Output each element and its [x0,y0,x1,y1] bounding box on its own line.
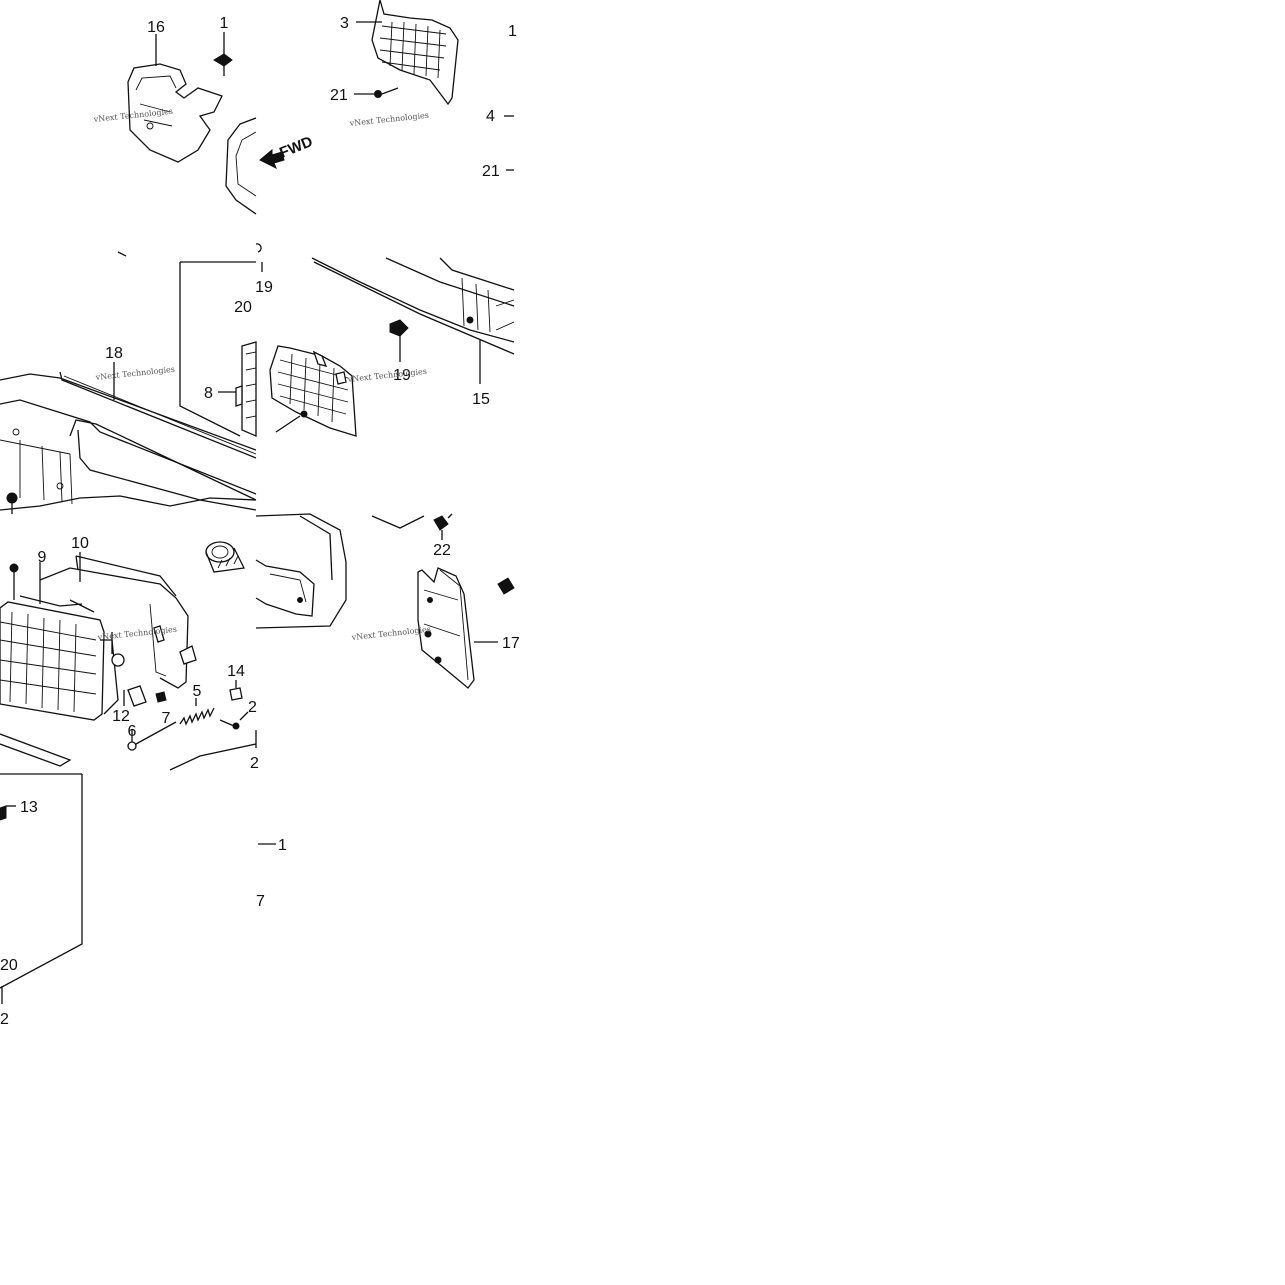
callout-6: 6 [128,723,137,740]
callout-18: 18 [105,345,123,362]
tile-grille-top [354,0,514,171]
nut-14 [229,680,243,701]
tile-corner-panel [205,513,515,845]
housing-corner [225,117,257,215]
callout-16: 16 [147,19,165,36]
callout-2-bottom: 2 [0,1011,9,1028]
callout-14: 14 [227,663,245,680]
spring-5 [179,698,215,726]
callout-7-mid: 7 [162,710,171,727]
callout-labels: 16 1 3 1 21 4 21 19 20 18 8 19 15 9 10 2… [0,15,520,1028]
turn-signal-8 [241,341,257,437]
callout-19-mid: 19 [393,367,411,384]
screw-21-upper [354,87,399,98]
grille-19-slats [277,353,349,423]
callout-4: 4 [486,108,495,125]
callout-12: 12 [112,708,130,725]
grille-3-slats [379,21,447,79]
watermark-6: vNext Technologies [350,625,431,642]
headlight-bezel [255,513,347,629]
clip-7 [155,691,167,703]
callout-21-upper: 21 [330,87,348,104]
side-cover-16-inner [135,75,177,127]
bolt-6 [127,721,177,751]
bumper-15 [311,257,515,343]
watermark-4: vNext Technologies [346,367,427,384]
callout-20-lower: 20 [0,957,18,974]
callout-10: 10 [71,535,89,552]
screw-2 [219,711,249,730]
trim-strip [0,733,72,767]
bracket-frame [179,261,256,437]
screw-22 [433,513,453,540]
callout-2-right: 2 [248,699,257,716]
screw-lower-grille [275,410,308,433]
fwd-arrow-icon [259,148,285,170]
callout-13: 13 [20,799,38,816]
callout-19-top: 19 [255,279,273,296]
callout-22: 22 [433,542,451,559]
callout-5: 5 [193,683,202,700]
headlight-housing-10 [39,567,189,689]
watermark-3: vNext Technologies [94,365,175,382]
tile-grille-lower [269,257,515,437]
tile-side-cover: FWD [127,32,315,215]
clip-right [497,577,515,595]
screw-upper-left [9,563,19,600]
callout-1-top: 1 [220,15,229,32]
callout-7-lower: 7 [256,893,265,910]
callout-21-lower: 21 [482,163,500,180]
lens-pattern [0,611,97,713]
side-cover-16-hole [146,122,154,130]
callout-20-top: 20 [234,299,252,316]
callout-8: 8 [204,385,213,402]
side-cover-16 [127,63,223,163]
lamp-socket [205,541,245,573]
screw-1-top [213,32,233,76]
screw-19 [389,319,409,362]
callout-3: 3 [340,15,349,32]
callout-1-lower: 1 [278,837,287,854]
bolt-left [6,492,18,514]
adjuster-11 [111,653,125,667]
tile-headlight [0,552,257,771]
fwd-label: FWD [277,133,315,162]
watermark-5: vNext Technologies [96,625,177,642]
lower-bracket [0,774,83,989]
callout-1-right: 1 [508,23,517,40]
watermark-2: vNext Technologies [348,111,429,128]
tile-lower-bracket [0,773,83,1004]
clip-13 [0,805,16,821]
headlight-lens-9 [0,601,105,721]
callout-2-lower: 2 [250,755,259,772]
callout-17: 17 [502,635,520,652]
grille-19 [269,345,357,437]
callout-15: 15 [472,391,490,408]
tile-front-panel [0,243,263,514]
watermarks: vNext Technologies vNext Technologies vN… [92,107,431,642]
callout-9: 9 [38,549,47,566]
